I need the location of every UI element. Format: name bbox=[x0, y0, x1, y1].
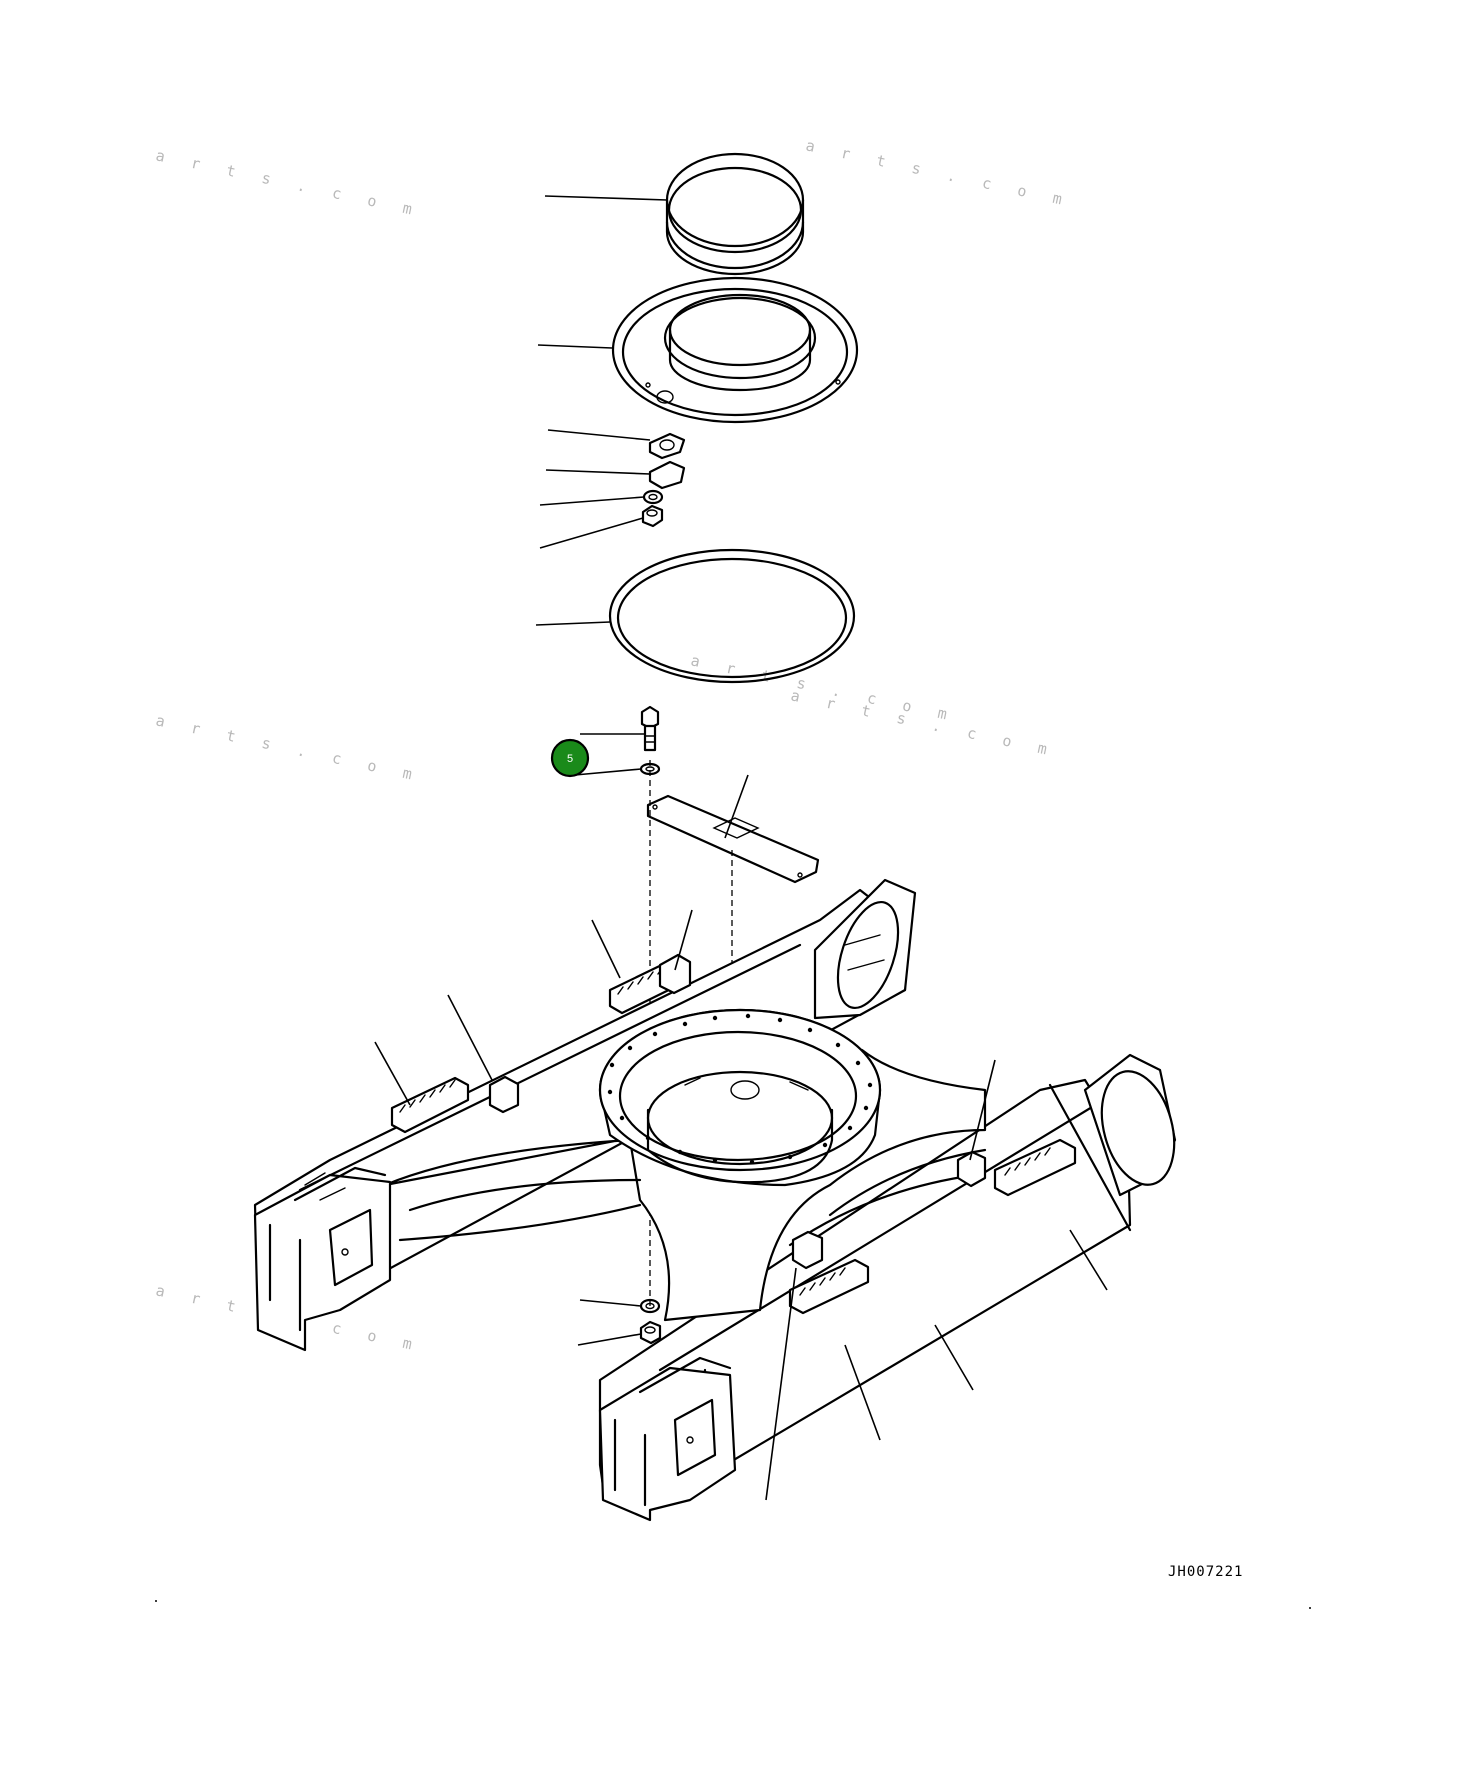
track-guard-right-2 bbox=[788, 1230, 870, 1315]
track-frame-part bbox=[253, 878, 1177, 1522]
washer-part bbox=[574, 762, 661, 776]
callout-5[interactable]: 5 bbox=[550, 738, 590, 778]
small-plate-part bbox=[547, 429, 686, 460]
washer-part-lower bbox=[579, 1298, 661, 1314]
drawing-code: JH007221 bbox=[1168, 1564, 1243, 1580]
track-guard-left-1 bbox=[390, 1075, 520, 1134]
cover-part bbox=[545, 460, 686, 490]
track-guard-left-2 bbox=[608, 953, 692, 1015]
track-guard-right-1 bbox=[956, 1138, 1077, 1197]
watermark-1: a r t s . c o m bbox=[154, 146, 422, 220]
callout-5-number: 5 bbox=[567, 753, 573, 765]
leader-lines bbox=[374, 909, 1108, 1501]
washer-part-upper bbox=[539, 489, 664, 506]
watermark-2: a r t s . c o m bbox=[804, 136, 1072, 210]
nut-part-lower bbox=[577, 1320, 662, 1346]
cover-plate-part bbox=[537, 276, 859, 424]
watermark-5: a r t s . c o m bbox=[689, 651, 957, 725]
guide-plate-part bbox=[646, 774, 820, 884]
nut-part-upper bbox=[539, 504, 664, 549]
watermark-3: a r t s . c o m bbox=[154, 711, 422, 785]
housing-bolt-holes bbox=[607, 1013, 873, 1165]
callout-5-badge[interactable] bbox=[550, 738, 590, 778]
bolt-part bbox=[580, 705, 660, 752]
corner-mark-right bbox=[1309, 1607, 1311, 1609]
seal-ring-part bbox=[544, 152, 805, 276]
corner-mark-left bbox=[155, 1600, 157, 1602]
o-ring-part bbox=[535, 548, 856, 684]
